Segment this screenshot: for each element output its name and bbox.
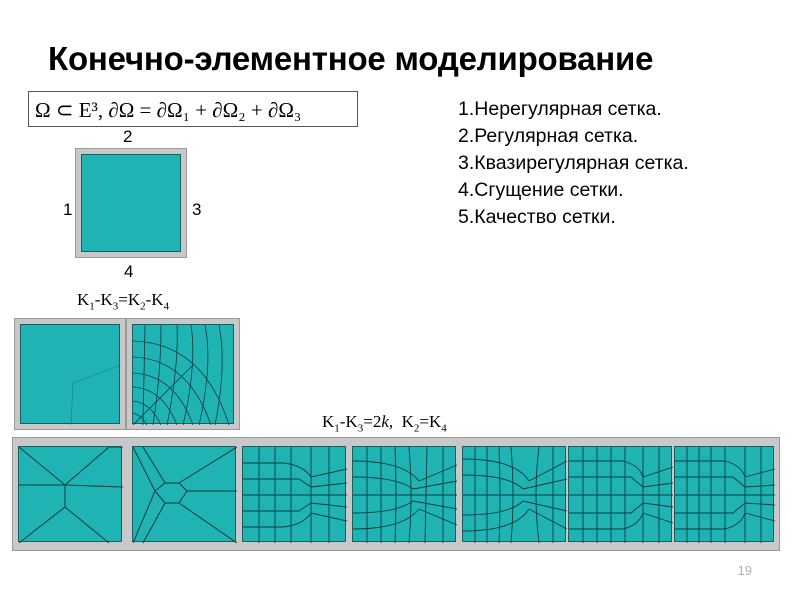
eq-subscript: 3 — [357, 422, 364, 435]
mesh-svg — [70, 364, 121, 425]
mesh-panel-unstructured-square — [14, 318, 126, 430]
mesh-svg — [675, 447, 775, 543]
mesh-image-1 — [18, 446, 123, 543]
eq-italic: k, — [381, 412, 394, 431]
eq-text: -K — [94, 290, 113, 309]
eq-subscript: 2 — [140, 300, 146, 313]
eq-subscript: 2 — [413, 422, 420, 435]
mesh-svg — [243, 447, 347, 543]
topic-list: 1.Нерегулярная сетка. 2.Регулярная сетка… — [458, 96, 689, 231]
condition-equation-2: K1-K3=2k, K2=K4 — [322, 412, 447, 434]
mesh-image-2 — [132, 446, 237, 543]
mesh-svg — [19, 447, 123, 543]
slide-title: Конечно-элементное моделирование — [48, 40, 654, 77]
eq-subscript: 1 — [89, 300, 95, 313]
mesh-image-4 — [352, 446, 457, 543]
eq-text: -K — [339, 412, 358, 431]
mesh-panel-radial — [126, 318, 240, 430]
eq-subscript: 4 — [163, 300, 170, 313]
eq-text: =K — [118, 290, 141, 309]
mesh-image-6 — [568, 446, 673, 543]
eq-subscript: 1 — [334, 422, 340, 435]
condition-equation-1: K1-K3=K2-K4 — [77, 290, 169, 312]
domain-formula: Ω ⊂ E³, ∂Ω = ∂Ω₁ + ∂Ω₂ + ∂Ω₃ — [28, 91, 358, 127]
mesh-svg — [569, 447, 673, 543]
eq-text: =2 — [363, 412, 382, 431]
mesh-image — [132, 324, 234, 425]
eq-subscript: 3 — [112, 300, 119, 313]
mesh-strip-panels — [12, 437, 780, 551]
mesh-svg — [353, 447, 457, 543]
mesh-image-3 — [242, 446, 347, 543]
boundary-label-right: 3 — [192, 200, 202, 219]
mesh-svg — [133, 447, 237, 543]
mesh-svg — [133, 325, 230, 425]
list-item: 5.Качество сетки. — [458, 206, 616, 228]
eq-text: K — [393, 412, 414, 431]
mesh-image-5 — [462, 446, 567, 543]
page-number: 19 — [737, 563, 752, 578]
eq-text: K — [322, 412, 335, 431]
eq-text: K — [77, 290, 90, 309]
mesh-image-7 — [674, 446, 775, 543]
list-item: 4.Сгущение сетки. — [458, 179, 624, 201]
list-item: 3.Квазирегулярная сетка. — [458, 152, 689, 174]
mesh-svg — [463, 447, 567, 543]
domain-square — [81, 154, 181, 252]
list-item: 2.Регулярная сетка. — [458, 125, 639, 147]
boundary-label-top: 2 — [123, 127, 133, 146]
eq-text: -K — [145, 290, 164, 309]
list-item: 1.Нерегулярная сетка. — [458, 98, 662, 120]
domain-panel — [75, 148, 187, 258]
mesh-image — [20, 324, 121, 425]
boundary-label-left: 1 — [63, 200, 73, 219]
eq-subscript: 4 — [441, 422, 447, 435]
eq-text: =K — [419, 412, 442, 431]
boundary-label-bottom: 4 — [124, 262, 134, 281]
